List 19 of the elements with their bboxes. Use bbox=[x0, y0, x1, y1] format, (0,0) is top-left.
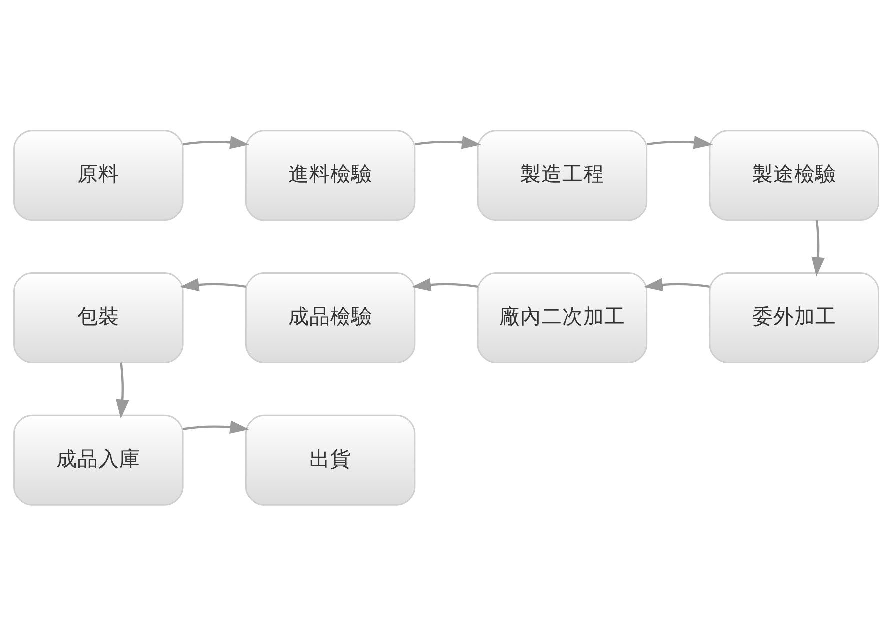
arrow bbox=[116, 362, 130, 419]
arrow bbox=[415, 136, 482, 150]
node-box: 製途檢驗 bbox=[709, 130, 880, 222]
node-box: 進料檢驗 bbox=[245, 130, 416, 222]
arrow bbox=[183, 420, 250, 434]
arrow bbox=[180, 278, 246, 292]
arrow bbox=[644, 278, 710, 292]
arrow bbox=[183, 136, 250, 150]
node-box: 原料 bbox=[14, 130, 184, 222]
node-box: 成品檢驗 bbox=[245, 272, 416, 364]
node-box: 包裝 bbox=[14, 272, 184, 364]
node-box: 製造工程 bbox=[477, 130, 648, 222]
node-box: 出貨 bbox=[245, 414, 416, 506]
node-box: 廠內二次加工 bbox=[477, 272, 648, 364]
arrow bbox=[812, 220, 826, 277]
node-box: 成品入庫 bbox=[14, 414, 184, 506]
arrow bbox=[412, 278, 478, 292]
arrow bbox=[646, 136, 714, 150]
node-box: 委外加工 bbox=[709, 272, 880, 364]
